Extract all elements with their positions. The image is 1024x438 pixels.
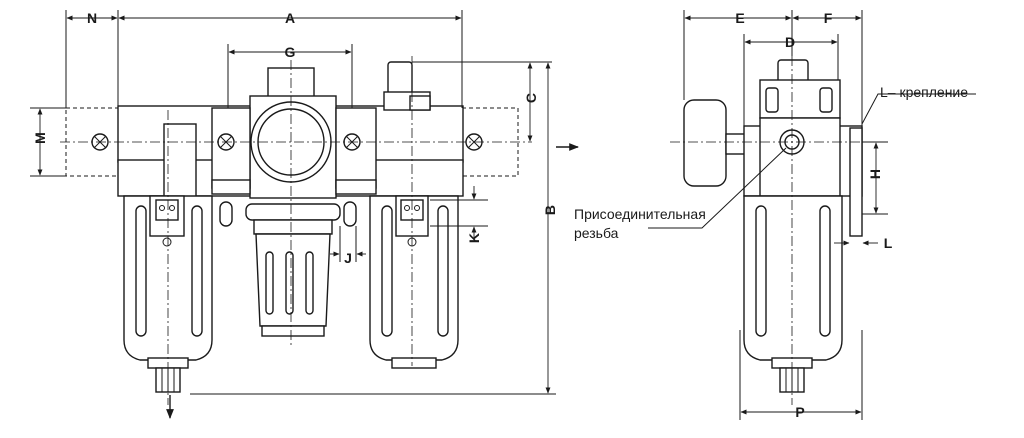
- regulator-unit: [245, 67, 341, 337]
- dim-label-n: N: [87, 10, 97, 26]
- thread-callout-line1: Присоединительная: [574, 206, 706, 222]
- mount-leader: [861, 93, 976, 125]
- callout-labels: L– крепление Присоединительная резьба: [574, 84, 968, 241]
- dim-label-b: B: [542, 205, 558, 215]
- thread-callout-line2: резьба: [574, 225, 619, 241]
- mount-callout: L– крепление: [880, 84, 968, 100]
- dimension-labels: N A G M C B K J E F D H L P: [32, 10, 893, 420]
- thread-leader: [648, 147, 787, 229]
- dim-label-l: L: [884, 235, 893, 251]
- side-view: [648, 10, 976, 420]
- dim-label-p: P: [795, 404, 804, 420]
- dim-label-h: H: [867, 169, 883, 179]
- dim-label-c: C: [523, 93, 539, 103]
- dim-label-j: J: [344, 250, 352, 266]
- dim-label-e: E: [735, 10, 744, 26]
- mounting-bracket: [849, 127, 863, 237]
- dim-label-k: K: [466, 233, 482, 243]
- gauge-side: [683, 99, 727, 187]
- dim-label-d: D: [785, 34, 795, 50]
- front-view: [30, 10, 579, 419]
- lubricator-unit: [369, 61, 459, 369]
- dim-label-a: A: [285, 10, 295, 26]
- dim-label-f: F: [824, 10, 833, 26]
- dim-label-m: M: [32, 132, 48, 144]
- dim-label-g: G: [285, 44, 296, 60]
